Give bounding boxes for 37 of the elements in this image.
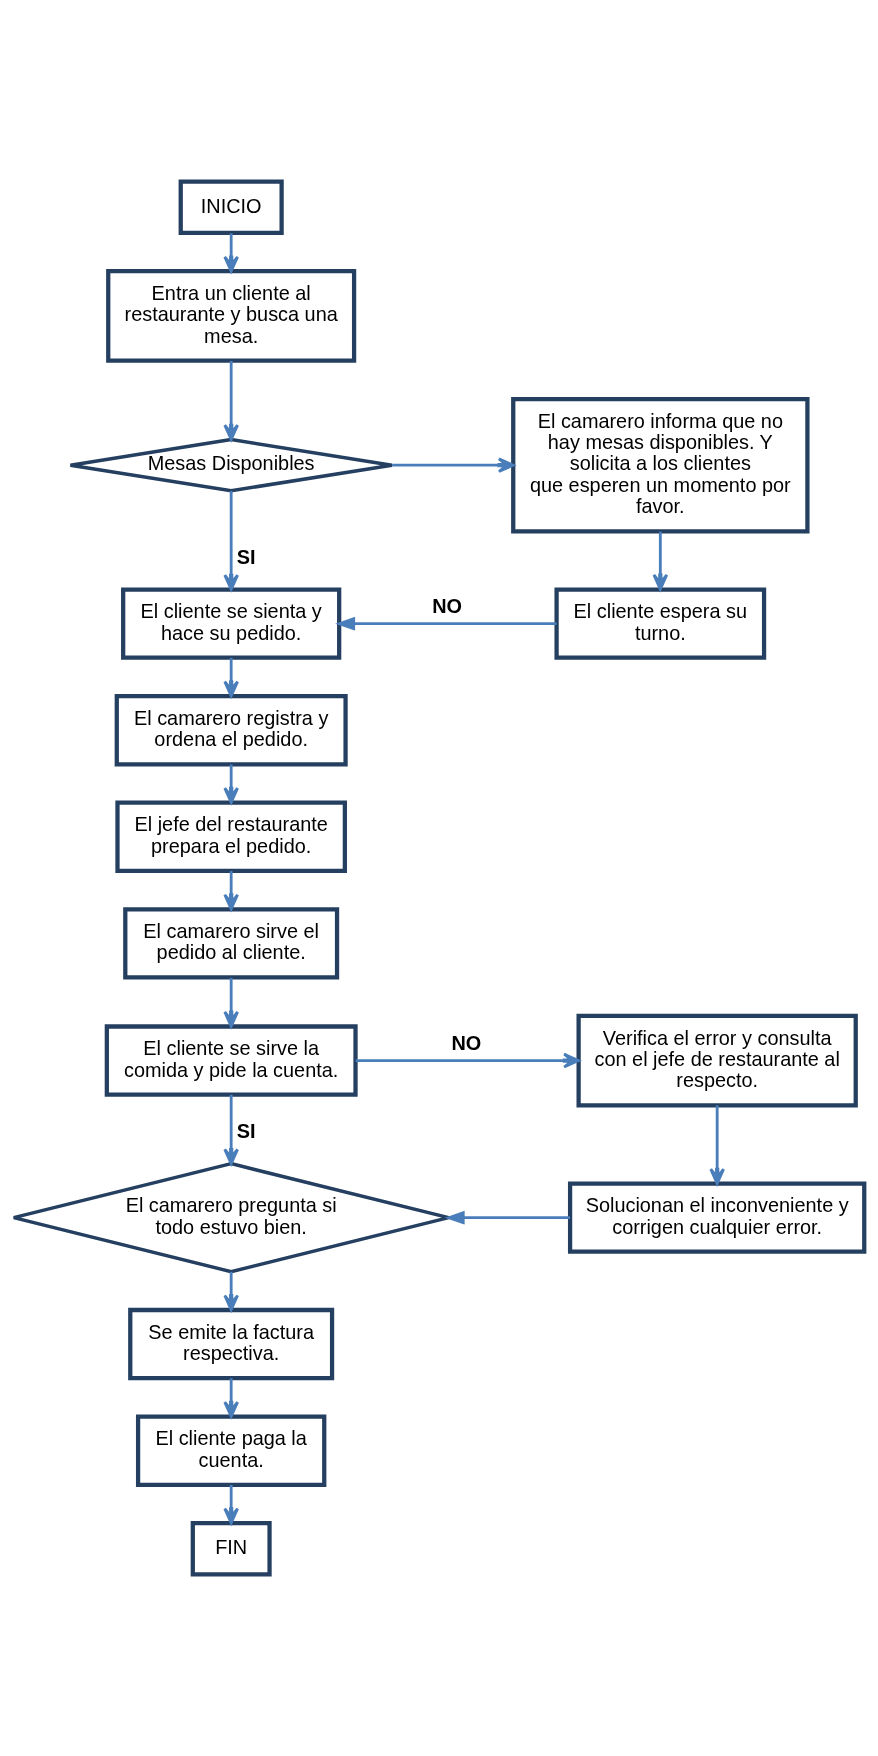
node-box: Verifica el error y consulta con el jefe de restaurante al respecto. (576, 1013, 858, 1108)
arrow (223, 657, 239, 698)
arrow (223, 977, 239, 1028)
arrow (223, 490, 239, 591)
arrow (355, 1052, 580, 1069)
arrow (223, 233, 239, 273)
node-box: El cliente espera su turno. (554, 587, 767, 660)
arrow (223, 1271, 239, 1312)
node-box: Entra un cliente al restaurante y busca una mesa. (106, 269, 357, 363)
node-diamond: Mesas Disponibles (68, 437, 394, 493)
edge-label: NO (451, 1031, 482, 1054)
node-box: El cliente se sienta y hace su pedido. (121, 587, 342, 660)
node-box: Solucionan el inconveniente y corrigen cualquier error. (567, 1181, 867, 1254)
arrow (223, 1094, 239, 1165)
arrow (392, 457, 515, 473)
node-box: El camarero informa que no hay mesas disponibles. Y solicita a los clientes que esperen un momento por favor. (511, 397, 810, 534)
arrow (709, 1105, 725, 1185)
node-box: El camarero registra y ordena el pedido. (114, 694, 348, 767)
node-box: Se emite la factura respectiva. (128, 1307, 335, 1381)
node-box: El camarero sirve el pedido al cliente. (123, 907, 340, 980)
node-diamond: El camarero pregunta si todo estuvo bien. (11, 1161, 451, 1274)
arrow (223, 1484, 239, 1525)
arrow (223, 1378, 239, 1418)
node-box: El cliente paga la cuenta. (135, 1414, 327, 1487)
node-box: INICIO (178, 179, 284, 235)
edge-label: SI (236, 546, 256, 569)
arrow (223, 871, 239, 911)
arrow (444, 1210, 570, 1225)
node-box: El jefe del restaurante prepara el pedido. (115, 800, 347, 873)
arrow (335, 616, 557, 631)
arrow (223, 764, 239, 804)
edge-label: NO (432, 594, 463, 617)
node-box: FIN (190, 1521, 272, 1577)
arrow (652, 531, 669, 591)
edge-label: SI (236, 1120, 256, 1143)
arrow (223, 360, 239, 441)
node-box: El cliente se sirve la comida y pide la cuenta. (104, 1024, 358, 1097)
